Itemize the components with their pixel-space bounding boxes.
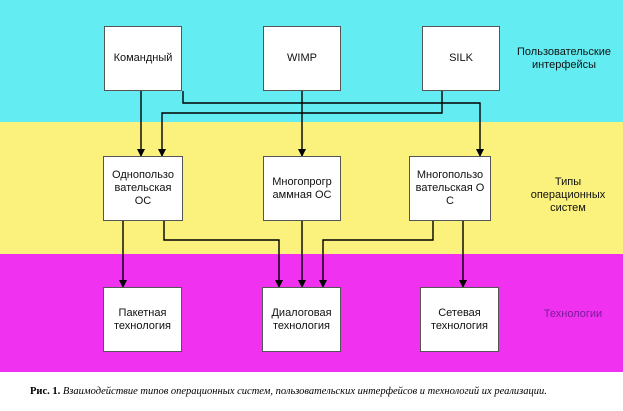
multiprogram-os-label: Многопрограммная ОС [272, 175, 332, 201]
wimp-interface-label: WIMP [287, 52, 317, 64]
os-types-band-label: Типы операционных систем [530, 176, 606, 214]
interfaces-band-label: Пользовательские интерфейсы [517, 46, 611, 71]
network-technology-label: Сетевая технология [430, 306, 488, 332]
caption-prefix: Рис. 1. [30, 386, 61, 397]
technologies-band-label: Технологии [543, 308, 603, 320]
network-technology-box: Сетевая технология [420, 287, 499, 352]
silk-interface-label: SILK [449, 52, 473, 64]
arrow-command-wimp-link [182, 91, 484, 157]
arrow-wimp-to-single-user [183, 91, 440, 103]
arrow-multi-user-to-dialog [319, 220, 434, 288]
caption-text: Взаимодействие типов операционных систем… [62, 386, 547, 397]
figure-caption: Рис. 1. Взаимодействие типов операционны… [0, 376, 623, 411]
connector-arrows [119, 91, 484, 288]
arrow-single-user-to-dialog [163, 220, 283, 288]
dialog-technology-box: Диалоговая технология [262, 287, 341, 352]
command-interface-box: Командный [104, 26, 182, 91]
single-user-os-label: Однопользовательская ОС [112, 169, 174, 207]
wimp-interface-box: WIMP [263, 26, 341, 91]
single-user-os-box: Однопользовательская ОС [103, 156, 183, 221]
batch-technology-box: Пакетная технология [103, 287, 182, 352]
command-interface-label: Командный [113, 52, 173, 64]
multiprogram-os-box: Многопрограммная ОС [263, 156, 341, 221]
multi-user-os-box: Многопользовательская ОС [409, 156, 491, 221]
batch-technology-label: Пакетная технология [113, 306, 171, 332]
multi-user-os-label: Многопользовательская ОС [415, 169, 485, 207]
silk-interface-box: SILK [422, 26, 500, 91]
dialog-technology-label: Диалоговая технология [271, 306, 332, 332]
